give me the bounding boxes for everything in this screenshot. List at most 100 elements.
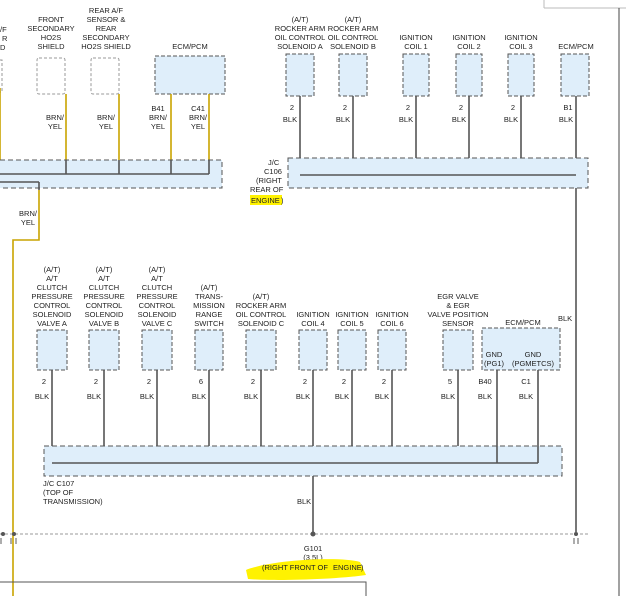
- svg-text:(RIGHT: (RIGHT: [256, 176, 282, 185]
- wire-color: BLK: [283, 115, 297, 124]
- pin-number: B1: [563, 103, 572, 112]
- component-name-line: TRANS-: [195, 292, 223, 301]
- svg-text:YEL: YEL: [151, 122, 165, 131]
- component-name-line: COIL 2: [457, 42, 480, 51]
- jc106-label: J/C C106 (RIGHT REAR OF ENGINE ): [250, 158, 284, 205]
- component-body: [285, 53, 315, 97]
- wire-color: BLK: [35, 392, 49, 401]
- joint-bus-top-left: [0, 173, 209, 183]
- component-name-line: CLUTCH: [89, 283, 119, 292]
- component-name-line: VALVE POSITION: [428, 310, 489, 319]
- svg-text:SECONDARY: SECONDARY: [82, 33, 129, 42]
- component-name-line: COIL 3: [509, 42, 532, 51]
- component-name-line: CONTROL: [86, 301, 123, 310]
- pin-number: 2: [290, 103, 294, 112]
- wire-color: BLK: [296, 392, 310, 401]
- pin-number: 2: [147, 377, 151, 386]
- pin-number: 2: [406, 103, 410, 112]
- component-body: [337, 329, 367, 371]
- pin-number: 6: [199, 377, 203, 386]
- svg-text:): ): [281, 196, 284, 205]
- component-body: [377, 329, 407, 371]
- component-name-line: CONTROL: [139, 301, 176, 310]
- front-ho2s-shield-body: [36, 57, 66, 95]
- component-body: [402, 53, 430, 97]
- svg-text:(3.5L): (3.5L): [303, 553, 323, 562]
- bottom-component: (A/T)A/TCLUTCHPRESSURECONTROLSOLENOIDVAL…: [136, 265, 178, 463]
- component-name-line: SWITCH: [194, 319, 224, 328]
- yellow-wire-down: [12, 190, 40, 596]
- svg-text:GND: GND: [486, 350, 503, 359]
- svg-text:G101: G101: [304, 544, 322, 553]
- wire-color: BLK: [335, 392, 349, 401]
- pin-number: 2: [342, 377, 346, 386]
- joint-drops-c107-ecm: [496, 446, 539, 463]
- svg-text:GND: GND: [525, 350, 542, 359]
- component-body: [338, 53, 368, 97]
- pin-number: 2: [459, 103, 463, 112]
- svg-text:C41: C41: [191, 104, 205, 113]
- svg-text:BRN/: BRN/: [97, 113, 116, 122]
- component-name-line: (A/T): [253, 292, 270, 301]
- svg-text:(RIGHT FRONT OF: (RIGHT FRONT OF: [262, 563, 328, 572]
- svg-text:TRANSMISSION): TRANSMISSION): [43, 497, 103, 506]
- right-wire-color: BLK: [558, 314, 572, 323]
- component-name-line: SOLENOID: [138, 310, 177, 319]
- pin-number: 2: [251, 377, 255, 386]
- component-name-line: MISSION: [193, 301, 225, 310]
- component-name-line: RANGE: [196, 310, 223, 319]
- pin-number: 2: [382, 377, 386, 386]
- component-name-line: SOLENOID: [85, 310, 124, 319]
- c107-out-color: BLK: [297, 497, 311, 506]
- wire-color: BLK: [559, 115, 573, 124]
- svg-text:BRN/: BRN/: [189, 113, 208, 122]
- svg-text:ENGINE: ENGINE: [251, 196, 280, 205]
- component-name-line: (A/T): [96, 265, 113, 274]
- component-name-line: CONTROL: [34, 301, 71, 310]
- svg-text:ENGINE: ENGINE: [333, 563, 362, 572]
- component-name-line: COIL 6: [380, 319, 403, 328]
- component-name-line: ECM/PCM: [558, 42, 593, 51]
- ecm-ground-wires: [496, 370, 539, 446]
- page-fragment-border: [0, 581, 367, 596]
- component-name-line: IGNITION: [452, 33, 485, 42]
- svg-text:J/C C107: J/C C107: [43, 479, 74, 488]
- wire-color: BLK: [192, 392, 206, 401]
- component-name-line: (A/T): [44, 265, 61, 274]
- svg-text:REAR: REAR: [96, 24, 117, 33]
- svg-text:BRN/: BRN/: [19, 209, 38, 218]
- ecm-pcm-ground-box: [481, 327, 561, 371]
- component-name-line: VALVE A: [37, 319, 67, 328]
- component-name-line: (A/T): [345, 15, 362, 24]
- component-name-line: SOLENOID B: [330, 42, 376, 51]
- component-name-line: A/T: [151, 274, 163, 283]
- pin-number: 2: [343, 103, 347, 112]
- svg-text:YEL: YEL: [21, 218, 35, 227]
- ecm-pcm-ground-bottom: ECM/PCM GND (PG1) GND (PGMETCS) B40 BLK …: [478, 318, 561, 401]
- component-name-line: COIL 4: [301, 319, 324, 328]
- component-name-line: IGNITION: [375, 310, 408, 319]
- svg-text:ECM/PCM: ECM/PCM: [505, 318, 540, 327]
- component-name-line: VALVE C: [142, 319, 173, 328]
- pin-number: 2: [94, 377, 98, 386]
- component-name-line: ROCKER ARM: [236, 301, 286, 310]
- component-name-line: IGNITION: [335, 310, 368, 319]
- component-name-line: IGNITION: [296, 310, 329, 319]
- jc107-label: J/C C107 (TOP OF TRANSMISSION): [43, 479, 103, 506]
- wire-labels-top-left: BRN/ YEL BRN/ YEL B41 BRN/ YEL C41 BRN/ …: [19, 104, 208, 227]
- component-body: [298, 329, 328, 371]
- svg-text:REAR A/F: REAR A/F: [89, 6, 124, 15]
- svg-text:BLK: BLK: [519, 392, 533, 401]
- component-name-line: A/T: [98, 274, 110, 283]
- pin-number: 2: [42, 377, 46, 386]
- wire-color: BLK: [399, 115, 413, 124]
- component-name-line: COIL 5: [340, 319, 363, 328]
- svg-text:D: D: [0, 43, 6, 52]
